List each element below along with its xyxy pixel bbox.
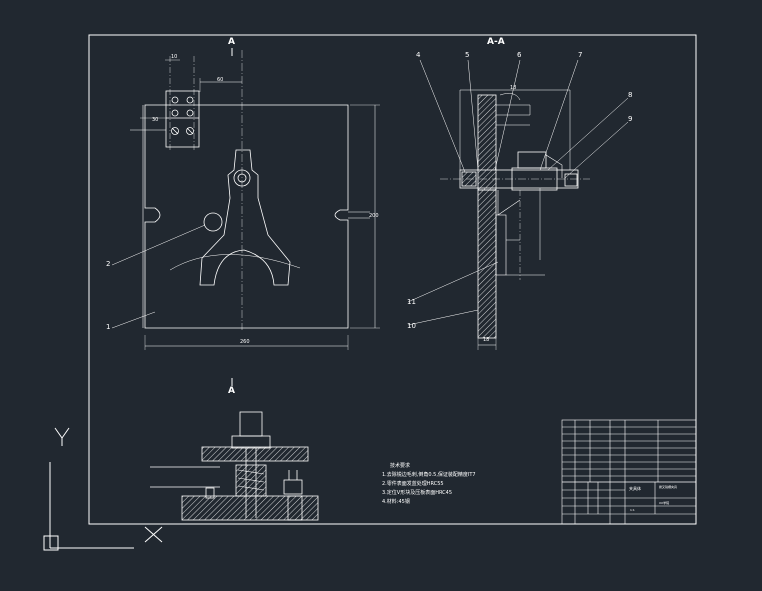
part-number-7: 7	[578, 51, 583, 59]
dim-offset: 60	[217, 77, 224, 83]
ucs-icon	[43, 427, 163, 551]
dim-section-width: 18	[483, 337, 490, 343]
notes-item: 1.去除锐边毛刺,倒角0.5,保证装配精度IT7	[382, 472, 476, 478]
notes-item: 4.材料:45钢	[382, 499, 410, 505]
fork-part	[199, 149, 291, 286]
title-block-name: 夹具体	[629, 486, 641, 491]
dim-small-width: 10	[171, 54, 178, 60]
title-block-scale: 1:1	[630, 508, 635, 512]
part-number-2: 2	[106, 260, 111, 268]
section-view[interactable]	[407, 59, 629, 350]
front-view[interactable]	[111, 48, 380, 386]
dim-height: 200	[369, 213, 379, 219]
dim-section-top: 18	[510, 85, 517, 91]
part-number-9: 9	[628, 115, 633, 123]
base-plate-outline	[144, 104, 349, 329]
part-number-1: 1	[106, 323, 111, 331]
part-number-6: 6	[517, 51, 522, 59]
notes-item: 2.零件表面发蓝处理HRC55	[382, 481, 444, 487]
dim-width: 260	[240, 339, 250, 345]
title-block	[561, 419, 697, 525]
title-block-drawing-no: 拨叉铣槽夹具	[659, 485, 678, 489]
section-label: A-A	[487, 37, 505, 47]
title-block-school: XX学院	[659, 501, 670, 505]
part-number-10: 10	[407, 322, 416, 330]
part-number-8: 8	[628, 91, 633, 99]
part-number-5: 5	[465, 51, 470, 59]
bottom-view[interactable]	[150, 411, 319, 521]
support-block	[165, 90, 200, 148]
view-label-a-bottom: A	[228, 386, 235, 396]
technical-requirements: 技术要求 1.去除锐边毛刺,倒角0.5,保证装配精度IT7 2.零件表面发蓝处理…	[382, 462, 476, 507]
view-label-a-top: A	[228, 37, 235, 47]
part-number-4: 4	[416, 51, 421, 59]
locating-pin	[203, 212, 223, 232]
clamp-screw	[239, 411, 263, 437]
drawing-border	[88, 34, 697, 525]
notes-heading: 技术要求	[390, 463, 411, 469]
part-number-11: 11	[407, 298, 416, 306]
dim-left: 30	[152, 117, 159, 123]
notes-item: 3.定位V形块及压板表面HRC45	[382, 490, 453, 496]
